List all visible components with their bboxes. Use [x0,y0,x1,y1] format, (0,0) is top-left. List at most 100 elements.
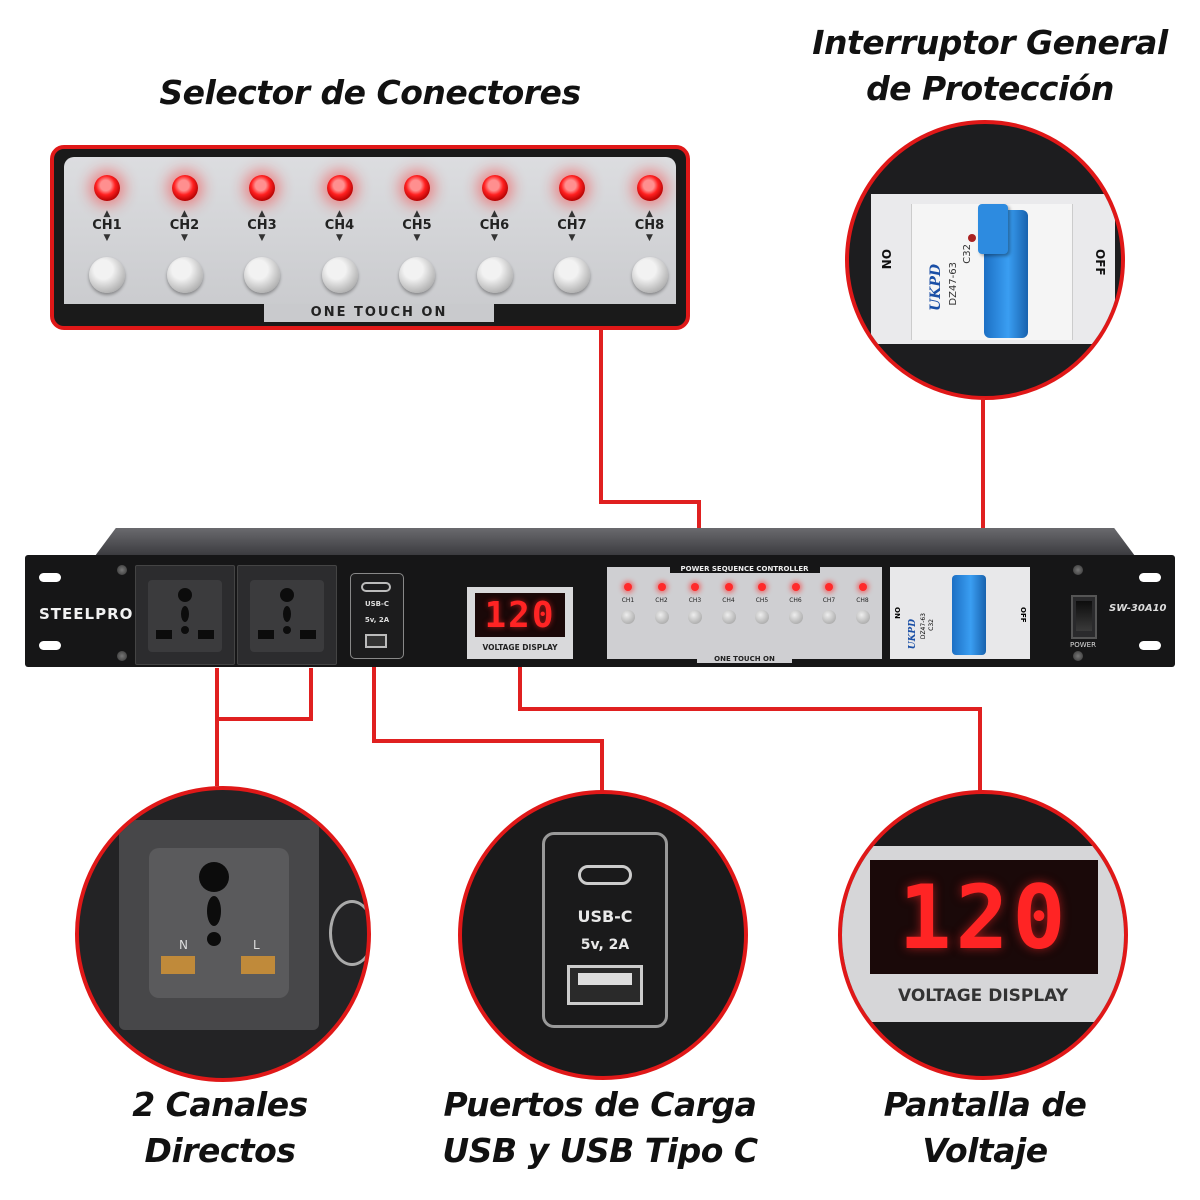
usb-a-port[interactable] [365,634,387,648]
usb-rating-label: 5v, 2A [364,616,390,624]
power-sequencer-device: STEELPRO USB-C 5v, 2A 120 VOLTAGE DISPL [25,555,1175,667]
zoom-power-icon [329,900,367,966]
outlet-zoom-circle: N L [75,786,371,1082]
voltage-zoom-circle: 120 VOLTAGE DISPLAY [838,790,1128,1080]
zoom-usb-c-label: USB-C [577,907,633,926]
controller-channel-button[interactable] [688,610,702,624]
zoom-outlet-recess: N L [149,848,289,998]
selector-channel-4: ▲CH4▼ [305,157,375,293]
channel-button[interactable] [321,257,358,293]
usb-wire-horizontal [372,739,604,743]
outlet-ground-hole [280,588,294,602]
controller-channel-3: CH3 [680,583,710,624]
screw [117,565,127,575]
selector-zoom-panel: ▲CH1▼▲CH2▼▲CH3▼▲CH4▼▲CH5▼▲CH6▼▲CH7▼▲CH8▼… [50,145,690,330]
breaker-wire [981,398,985,576]
channel-led-indicator [404,175,430,201]
channel-label: CH5 [402,218,432,233]
ac-outlet-2[interactable] [237,565,337,665]
zoom-outlet-line-slot [241,956,275,974]
breaker-handle-cap[interactable] [978,204,1008,254]
breaker-small-on-label: ON [893,607,901,619]
channel-button[interactable] [554,257,590,293]
channel-label: CH7 [557,218,587,233]
channel-button[interactable] [166,257,203,293]
breaker-callout-line1: Interruptor General [812,23,1168,62]
device-top-cover [95,528,1135,556]
up-arrow-icon: ▲ [336,209,343,219]
controller-channel-label: CH6 [789,597,802,604]
zoom-voltage-label: VOLTAGE DISPLAY [897,986,1069,1006]
channel-button[interactable] [631,257,668,293]
down-arrow-icon: ▼ [181,233,188,243]
selector-channel-6: ▲CH6▼ [460,157,530,293]
outlets-callout-line1: 2 Canales [132,1085,308,1124]
controller-channel-button[interactable] [855,610,870,624]
controller-channel-button[interactable] [788,610,803,624]
outlet-neutral-slot [258,630,274,639]
outlet-face [148,580,222,652]
zoom-usb-c-port[interactable] [578,865,632,885]
channel-button[interactable] [89,257,125,293]
breaker-brand: UKPD [928,264,944,312]
usb-c-port[interactable] [361,582,391,592]
channel-button[interactable] [399,257,435,293]
outlet-slot [283,606,291,622]
controller-title: POWER SEQUENCE CONTROLLER [669,565,820,573]
breaker-body: UKPD DZ47-63 C32 [911,204,1073,340]
controller-channel-6: CH6 [781,583,811,624]
outlet-ground-hole [178,588,192,602]
outlet-neutral-slot [156,630,172,639]
zoom-outlet-slot [207,896,221,926]
voltage-display-screen: 120 [475,593,565,637]
voltage-display-label: VOLTAGE DISPLAY [482,643,558,652]
controller-channel-8: CH8 [848,583,878,624]
channel-button[interactable] [244,257,280,293]
controller-channel-button[interactable] [755,610,769,624]
outlet-wire-left [215,668,219,786]
controller-channel-button[interactable] [621,610,635,624]
breaker-zoom-circle: ON OFF UKPD DZ47-63 C32 [845,120,1125,400]
power-switch[interactable] [1071,595,1097,639]
down-arrow-icon: ▼ [568,233,576,243]
breaker-small-off-label: OFF [1019,607,1027,623]
screw [117,651,127,661]
zoom-outlet-face[interactable]: N L [119,820,319,1030]
channel-button[interactable] [476,257,513,293]
zoom-usb-a-tongue [578,973,632,985]
power-label: POWER [1070,641,1096,649]
rack-hole [39,641,61,650]
voltage-wire-to-circle [978,707,982,791]
controller-channel-label: CH3 [688,597,702,604]
outlet-face [250,580,324,652]
controller-channel-2: CH2 [647,583,677,624]
ac-outlet-1[interactable] [135,565,235,665]
breaker-small-handle[interactable] [952,575,986,655]
controller-channel-button[interactable] [721,610,736,624]
channel-label: CH2 [169,218,200,233]
outlet-wire-right [309,668,313,720]
usb-callout-line2: USB y USB Tipo C [442,1131,758,1171]
breaker-rating: C32 [962,244,973,264]
zoom-usb-a-port[interactable] [567,965,643,1005]
up-arrow-icon: ▲ [103,209,111,219]
controller-channel-button[interactable] [822,610,836,624]
voltage-callout-title: Pantalla de Voltaje [840,1082,1130,1174]
breaker-on-label: ON [879,249,893,270]
usb-callout-title: Puertos de Carga USB y USB Tipo C [420,1082,780,1174]
screw [1073,651,1083,661]
usb-wire-to-circle [600,739,604,791]
breaker-small-rating: C32 [928,619,935,631]
controller-channel-button[interactable] [654,610,669,624]
zoom-usb-rating: 5v, 2A [580,937,630,953]
selector-wire-vertical [599,330,603,502]
usb-callout-line1: Puertos de Carga [443,1085,757,1124]
breaker-model: DZ47-63 [948,262,959,306]
power-switch-rocker[interactable] [1076,601,1092,631]
voltage-display: 120 VOLTAGE DISPLAY [467,587,573,659]
controller-led [758,583,766,591]
controller-led [791,583,800,591]
rack-hole [1139,573,1161,582]
selector-channel-2: ▲CH2▼ [150,157,220,293]
selector-wire-horizontal [599,500,700,504]
